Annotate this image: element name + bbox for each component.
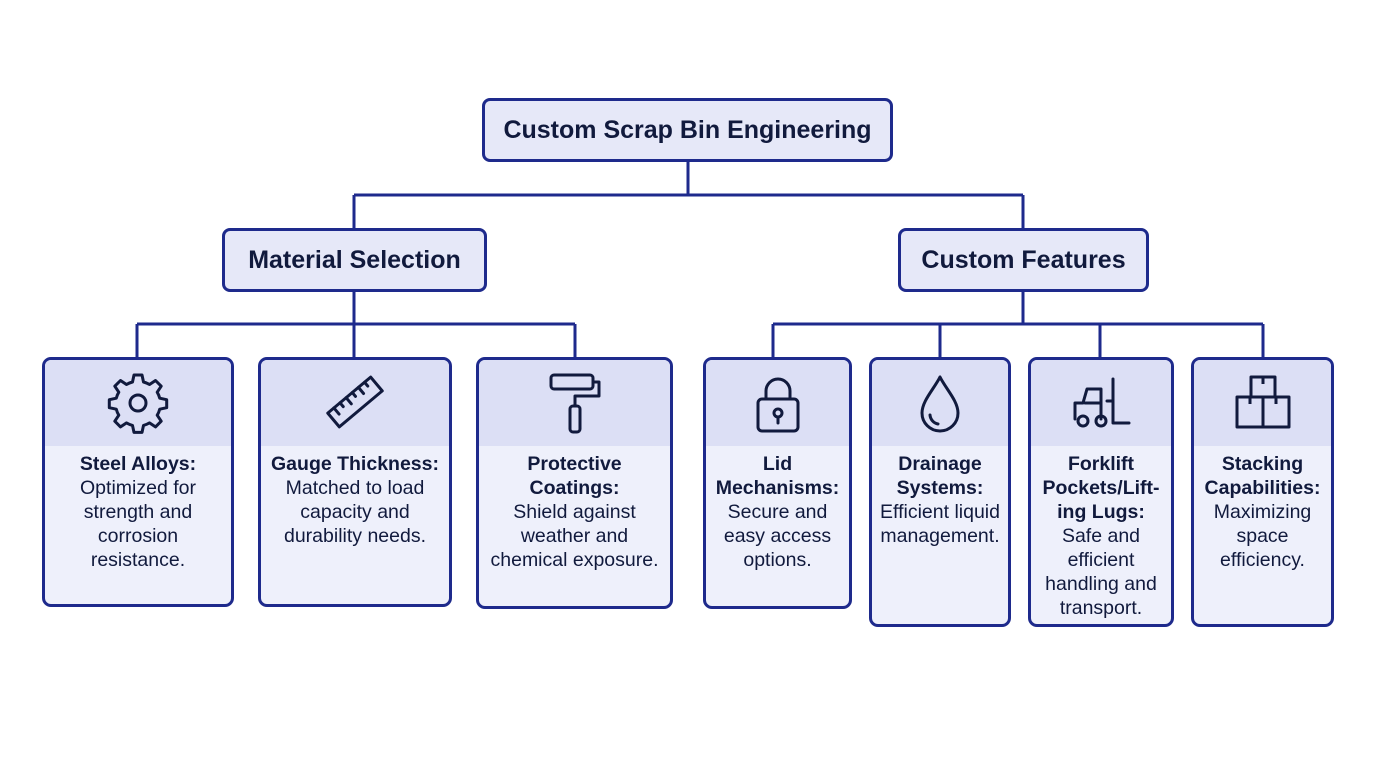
paint-roller-icon bbox=[549, 373, 600, 434]
card-description: Safe and efficient handling and transpor… bbox=[1045, 525, 1157, 619]
card-title: Gauge Thickness: bbox=[271, 453, 439, 475]
icon-band bbox=[872, 360, 1008, 446]
card-steel-alloys: Steel Alloys: Optimized for strength and… bbox=[42, 357, 234, 607]
card-description: Optimized for strength and corrosion res… bbox=[80, 477, 196, 571]
forklift-icon bbox=[1073, 377, 1131, 428]
card-title: Drainage Systems: bbox=[896, 453, 984, 499]
card-stacking-capabilities: Stacking Capabilities: Maximizing space … bbox=[1191, 357, 1334, 627]
card-drainage-systems: Drainage Systems: Efficient liquid manag… bbox=[869, 357, 1011, 627]
card-title: Stacking Capabilities: bbox=[1204, 453, 1321, 499]
card-description: Secure and easy access options. bbox=[723, 501, 832, 571]
branch-label: Custom Features bbox=[921, 245, 1126, 274]
icon-band bbox=[1194, 360, 1331, 446]
card-description: Shield against weather and chemical expo… bbox=[490, 501, 659, 571]
card-gauge-thickness: Gauge Thickness: Matched to load capacit… bbox=[258, 357, 452, 607]
gear-icon bbox=[107, 373, 169, 434]
ruler-icon bbox=[326, 375, 384, 429]
card-description: Efficient liquid management. bbox=[880, 501, 1000, 547]
card-protective-coatings: Protective Coatings: Shield against weat… bbox=[476, 357, 673, 609]
root-node: Custom Scrap Bin Engineering bbox=[482, 98, 893, 162]
card-title: Lid Mechanisms: bbox=[715, 453, 840, 499]
card-title: Protective Coatings: bbox=[527, 453, 622, 499]
icon-band bbox=[1031, 360, 1171, 446]
icon-band bbox=[706, 360, 849, 446]
branch-custom-features: Custom Features bbox=[898, 228, 1149, 292]
icon-band bbox=[261, 360, 449, 446]
icon-band bbox=[479, 360, 670, 446]
card-title: Steel Alloys: bbox=[79, 453, 197, 475]
root-label: Custom Scrap Bin Engineering bbox=[503, 115, 872, 144]
card-lid-mechanisms: Lid Mechanisms: Secure and easy access o… bbox=[703, 357, 852, 609]
card-forklift-pockets: Forklift Pockets/Lift-ing Lugs: Safe and… bbox=[1028, 357, 1174, 627]
padlock-icon bbox=[756, 377, 799, 433]
card-description: Matched to load capacity and durability … bbox=[283, 477, 426, 547]
branch-label: Material Selection bbox=[248, 245, 461, 274]
icon-band bbox=[45, 360, 231, 446]
water-drop-icon bbox=[920, 375, 960, 433]
stacked-boxes-icon bbox=[1235, 375, 1290, 429]
card-description: Maximizing space efficiency. bbox=[1213, 501, 1312, 571]
card-title: Forklift Pockets/Lift-ing Lugs: bbox=[1042, 453, 1160, 523]
branch-material-selection: Material Selection bbox=[222, 228, 487, 292]
